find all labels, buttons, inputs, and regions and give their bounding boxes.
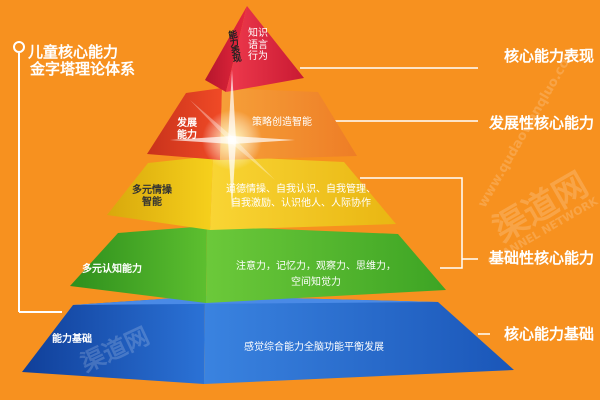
tier3-right-text: 道德情操、自我认识、自我管理、 自我激励、认识他人、人际协作 [226, 184, 376, 209]
tier2-left-label: 发展 能力 [177, 118, 197, 141]
tier-base [22, 296, 514, 384]
title-line-1: 儿童核心能力 [28, 43, 119, 61]
tier4-right-text: 注意力，记忆力，观察力、思维力， 空间知觉力 [236, 261, 396, 288]
label-core-performance: 核心能力表现 [503, 47, 594, 65]
tier-apex [205, 6, 304, 92]
tier2-left-line-2: 能力 [177, 129, 197, 141]
diagram-title: 儿童核心能力 金字塔理论体系 [28, 43, 136, 79]
tier-3 [107, 156, 396, 230]
base-left-label: 能力基础 [52, 334, 92, 345]
apex-item-behavior: 行为 [248, 51, 268, 62]
tier3-right-line-2: 自我激励、认识他人、人际协作 [231, 197, 371, 209]
tier3-left-line-2: 智能 [142, 196, 162, 208]
label-developmental: 发展性核心能力 [488, 114, 594, 132]
tier2-left-line-1: 发展 [177, 118, 197, 129]
apex-item-language: 语言 [248, 39, 268, 51]
tier3-right-line-1: 道德情操、自我认识、自我管理、 [226, 184, 376, 195]
tier3-left-label: 多元情操 智能 [132, 185, 172, 208]
base-right-text: 感觉综合能力全脑功能平衡发展 [244, 342, 384, 353]
title-line-2: 金字塔理论体系 [30, 60, 136, 79]
tier3-left-line-1: 多元情操 [132, 185, 172, 196]
label-foundational: 基础性核心能力 [488, 249, 594, 267]
light-flare [170, 70, 295, 210]
tier-4 [70, 226, 446, 303]
tier2-right-text: 策略创造智能 [252, 117, 312, 128]
apex-right-text: 知识 语言 行为 [248, 28, 268, 63]
left-bracket [13, 41, 62, 313]
apex-item-knowledge: 知识 [248, 28, 268, 39]
tier4-right-line-2: 空间知觉力 [291, 276, 341, 288]
tier4-left-label: 多元认知能力 [82, 264, 142, 275]
tier4-right-line-1: 注意力，记忆力，观察力、思维力， [236, 261, 396, 272]
label-core-base: 核心能力基础 [503, 325, 594, 343]
right-connectors [300, 67, 490, 335]
